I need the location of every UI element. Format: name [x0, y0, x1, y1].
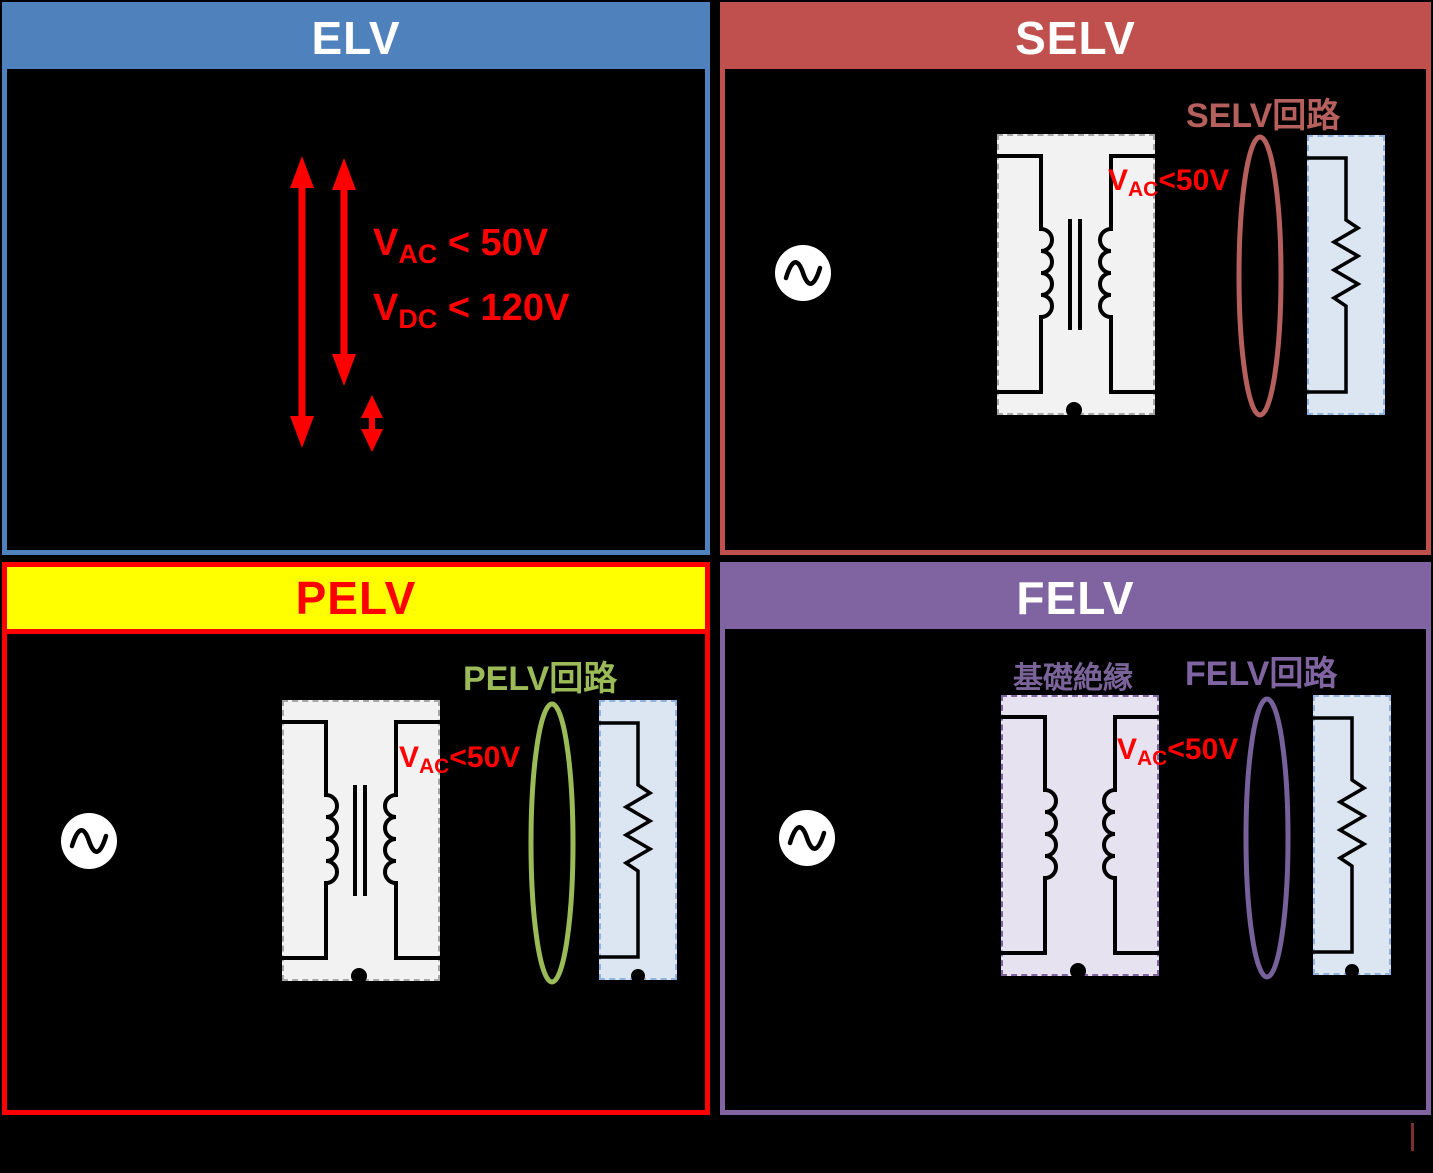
- felv-voltage-limit-label: VAC<50V: [1117, 733, 1239, 770]
- ground-dot: [1070, 963, 1086, 976]
- elv-dc-limit-value: < 120V: [437, 287, 570, 329]
- panel-elv-content: VAC < 50V VDC < 120V: [7, 69, 705, 550]
- source-note-remnant: [1411, 1123, 1414, 1151]
- ac-source-icon: [779, 810, 835, 866]
- ac-source-icon: [775, 245, 831, 301]
- panel-selv-header: SELV: [725, 7, 1426, 69]
- selv-circuit-ellipse: [1230, 130, 1290, 422]
- panel-felv-header: FELV: [725, 567, 1426, 629]
- selv-circuit-label: SELV回路: [1186, 97, 1341, 135]
- panel-elv-title: ELV: [311, 12, 401, 64]
- pelv-limit-value: <50V: [449, 741, 521, 774]
- basic-transformer-icon: [1001, 695, 1159, 976]
- panel-felv-title: FELV: [1016, 572, 1135, 624]
- panel-pelv-header: PELV: [7, 567, 705, 634]
- pelv-voltage-limit-label: VAC<50V: [399, 741, 521, 778]
- selv-limit-v: V: [1108, 164, 1129, 197]
- ac-source-icon: [61, 813, 117, 869]
- felv-circuit-ellipse: [1237, 692, 1297, 984]
- elv-dc-limit-label: VDC < 120V: [373, 289, 569, 333]
- panel-selv: SELV SELV回路: [720, 2, 1431, 555]
- pelv-circuit-label: PELV回路: [463, 660, 618, 698]
- felv-circuit-label: FELV回路: [1185, 655, 1338, 693]
- ground-dot: [1066, 402, 1082, 415]
- selv-limit-value: <50V: [1158, 164, 1230, 197]
- elv-ac-limit-label: VAC < 50V: [373, 224, 548, 268]
- safety-transformer-icon: [997, 134, 1155, 415]
- safety-transformer-icon: [282, 700, 440, 981]
- pelv-limit-v: V: [399, 741, 420, 774]
- panel-elv-header: ELV: [7, 7, 705, 69]
- ground-dot: [351, 968, 367, 981]
- panel-pelv-title: PELV: [295, 572, 417, 624]
- felv-limit-v: V: [1117, 733, 1138, 766]
- elv-dc-limit-v: V: [373, 287, 399, 329]
- panel-felv: FELV 基礎絶縁 FELV回路: [720, 562, 1431, 1115]
- panel-selv-title: SELV: [1015, 12, 1136, 64]
- panel-pelv: PELV PELV回路: [2, 562, 710, 1115]
- elv-ac-limit-value: < 50V: [437, 222, 549, 264]
- pelv-load-icon: [599, 700, 677, 980]
- felv-basic-insulation-label: 基礎絶縁: [1013, 662, 1133, 695]
- panel-pelv-content: PELV回路: [7, 634, 705, 1110]
- selv-load-icon: [1307, 135, 1385, 415]
- panel-elv: ELV VAC < 50V VDC < 120V: [2, 2, 710, 555]
- panel-felv-content: 基礎絶縁 FELV回路: [725, 629, 1426, 1110]
- felv-limit-sub: AC: [1137, 747, 1168, 770]
- ground-dot: [1345, 964, 1359, 975]
- elv-ac-limit-sub: AC: [398, 239, 438, 269]
- selv-voltage-limit-label: VAC<50V: [1108, 164, 1230, 201]
- felv-load-icon: [1313, 695, 1391, 975]
- voltage-range-arrows-icon: [290, 156, 383, 452]
- panel-selv-content: SELV回路: [725, 69, 1426, 550]
- elv-ac-limit-v: V: [373, 222, 399, 264]
- felv-limit-value: <50V: [1167, 733, 1239, 766]
- selv-limit-sub: AC: [1128, 178, 1159, 201]
- elv-dc-limit-sub: DC: [398, 304, 438, 334]
- pelv-circuit-ellipse: [522, 697, 582, 989]
- ground-dot: [631, 969, 645, 980]
- pelv-limit-sub: AC: [419, 755, 450, 778]
